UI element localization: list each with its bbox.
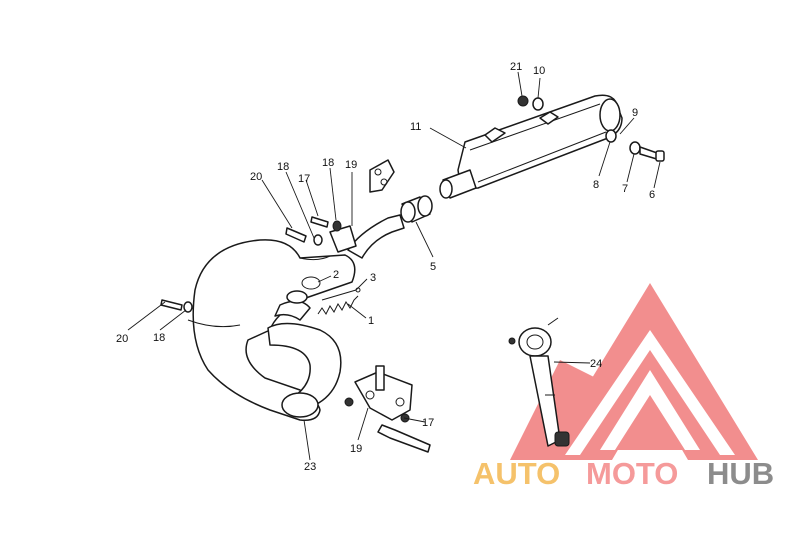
logo-core-triangle — [615, 395, 685, 450]
callout-24: 24 — [590, 358, 602, 370]
callout-10: 10 — [533, 65, 545, 77]
callout-20-top: 20 — [250, 171, 262, 183]
silencer-part — [439, 94, 665, 199]
callout-7: 7 — [622, 183, 628, 195]
watermark-wordmark: AUTO MOTO HUB — [473, 456, 774, 491]
callout-19-bottom: 19 — [350, 443, 362, 455]
callout-23: 23 — [304, 461, 316, 473]
callout-3: 3 — [370, 272, 376, 284]
leader-lines — [127, 71, 661, 461]
logo-inner-cut — [565, 330, 735, 455]
callout-labels: 21 10 11 9 8 7 6 18 18 19 20 17 5 2 3 1 … — [116, 61, 655, 473]
expansion-chamber-part — [160, 239, 431, 453]
watermark-word-hub: HUB — [707, 456, 774, 491]
callout-1: 1 — [368, 315, 374, 327]
callout-9: 9 — [632, 107, 638, 119]
valve-actuator-part — [508, 317, 570, 447]
callout-18-top-right: 18 — [322, 157, 334, 169]
callout-17-bottom: 17 — [422, 417, 434, 429]
tail-pipe-part — [285, 159, 405, 259]
callout-21: 21 — [510, 61, 522, 73]
callout-17-top: 17 — [298, 173, 310, 185]
connector-sleeve-part — [400, 195, 433, 223]
callout-20-left: 20 — [116, 333, 128, 345]
callout-19-top: 19 — [345, 159, 357, 171]
watermark-word-auto: AUTO — [473, 456, 560, 491]
callout-18-left: 18 — [153, 332, 165, 344]
watermark-word-moto: MOTO — [586, 456, 678, 491]
callout-8: 8 — [593, 179, 599, 191]
callout-11: 11 — [410, 121, 421, 133]
callout-18-top-left: 18 — [277, 161, 289, 173]
callout-6: 6 — [649, 189, 655, 201]
callout-2: 2 — [333, 269, 339, 281]
callout-5: 5 — [430, 261, 436, 273]
